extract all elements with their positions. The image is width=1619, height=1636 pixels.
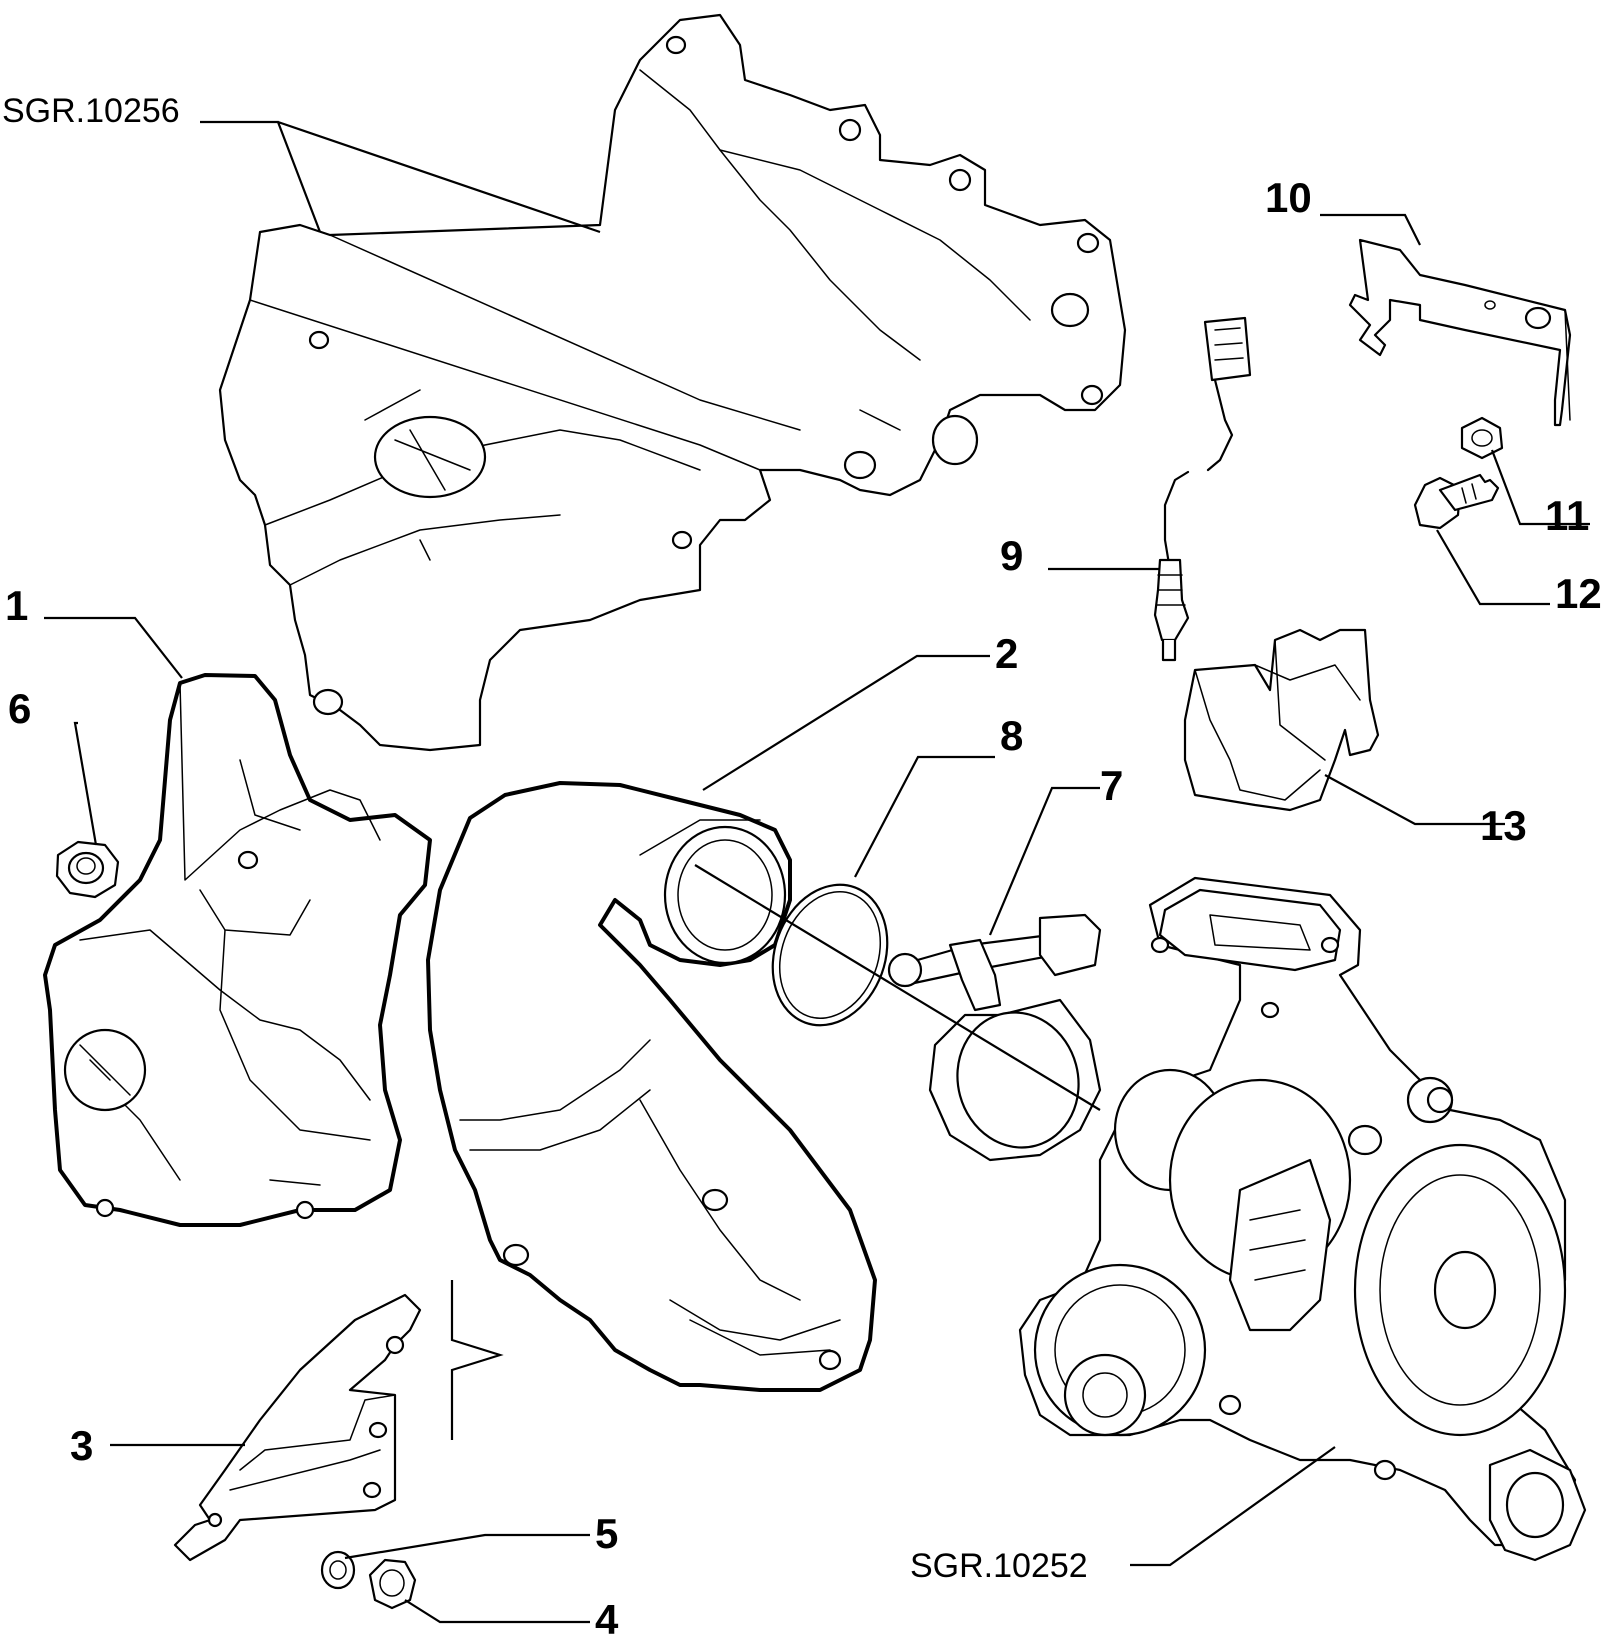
lambda-sensor (1153, 316, 1252, 662)
turbocharger (1018, 876, 1587, 1562)
downpipe-catalyst (426, 781, 877, 1392)
callout-7: 7 (1100, 762, 1123, 809)
nut-11 (1460, 416, 1504, 460)
callout-4: 4 (595, 1596, 619, 1636)
bolt-12 (1413, 473, 1500, 530)
ref-label-sgr-10256: SGR.10256 (2, 92, 180, 130)
support-bracket (173, 1293, 422, 1562)
bracket-10 (1348, 238, 1572, 427)
callout-6: 6 (8, 685, 31, 732)
callout-10: 10 (1265, 174, 1312, 221)
washer-5 (320, 1550, 356, 1590)
callout-13: 13 (1480, 802, 1527, 849)
pipe-clamp (887, 913, 1102, 1162)
callout-9: 9 (1000, 532, 1023, 579)
ref-label-sgr-10252: SGR.10252 (910, 1547, 1088, 1585)
heat-shield (43, 673, 432, 1227)
callout-1: 1 (5, 582, 28, 629)
leader-lines (44, 120, 1590, 1624)
callout-5: 5 (595, 1510, 618, 1557)
nut-4 (368, 1558, 417, 1610)
callout-11: 11 (1545, 492, 1589, 539)
callout-2: 2 (995, 630, 1018, 677)
gasket-ring (771, 883, 889, 1027)
callout-12: 12 (1555, 570, 1602, 617)
exhaust-manifold (218, 13, 1127, 752)
clip-13 (1183, 628, 1380, 812)
break-symbol (450, 1280, 504, 1440)
flange-nut (55, 840, 120, 899)
callout-3: 3 (70, 1422, 93, 1469)
callout-8: 8 (1000, 712, 1023, 759)
